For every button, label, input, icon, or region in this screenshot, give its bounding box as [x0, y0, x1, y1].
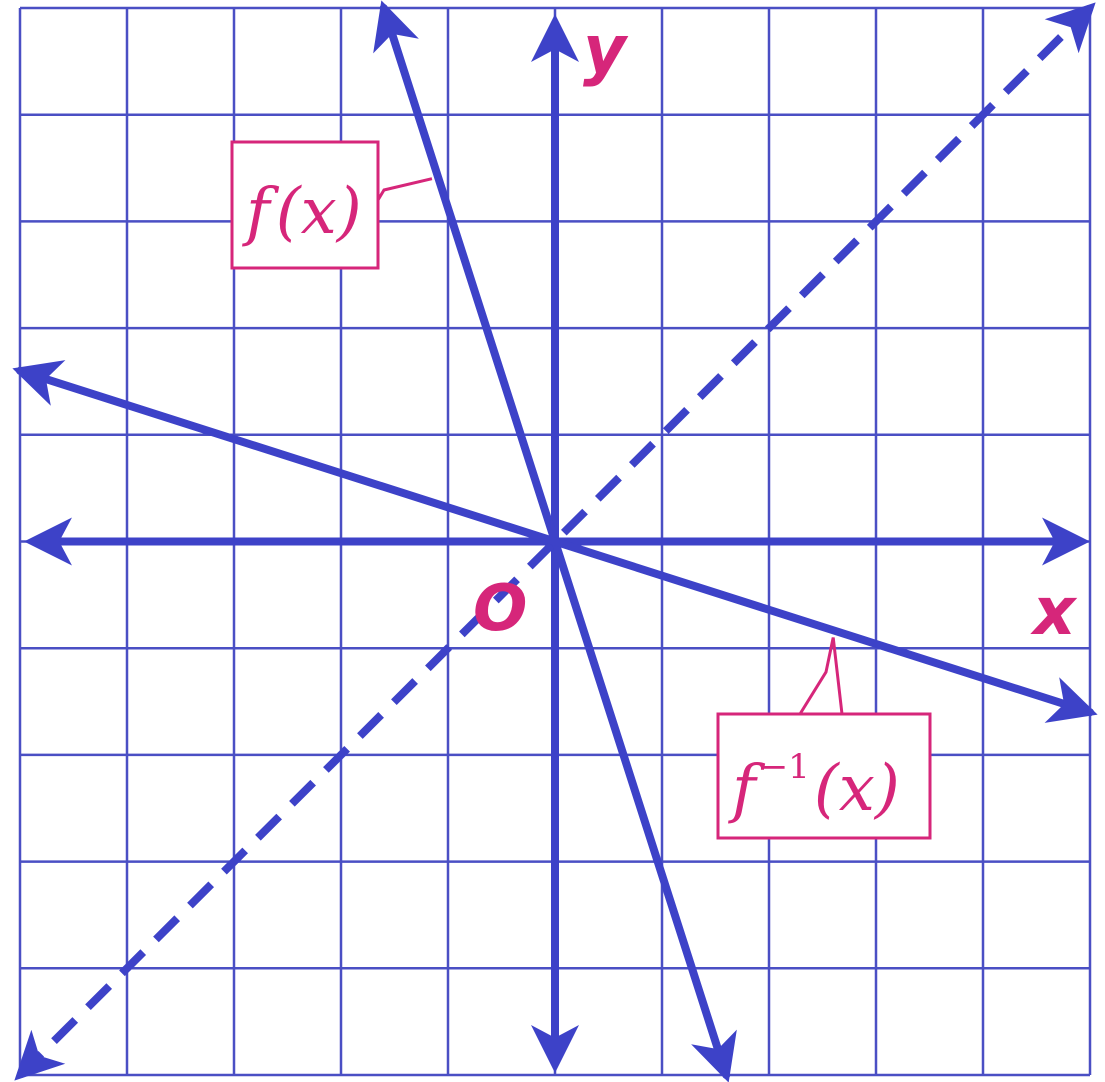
annotation-f-inverse-x: f−1(x) [716, 637, 932, 840]
axis-labels: y x O [473, 11, 1078, 650]
x-axis-label: x [1030, 573, 1078, 650]
annotation-box-f-x [230, 140, 380, 270]
annotation-leader-f-inverse-x [798, 637, 844, 715]
series-line-identity-dashed [14, 2, 1096, 1081]
annotation-f-x: f(x) [230, 140, 433, 270]
annotation-label-f-x: f(x) [242, 175, 362, 249]
annotation-leader-f-x [376, 177, 433, 201]
y-axis-label: y [583, 11, 629, 88]
annotation-label-f-inverse-x: f−1(x) [728, 747, 900, 826]
annotations: f(x) f−1(x) [230, 140, 932, 840]
origin-label: O [473, 572, 527, 646]
annotation-box-f-inverse-x [716, 712, 932, 840]
series-lines [12, 0, 1098, 1082]
